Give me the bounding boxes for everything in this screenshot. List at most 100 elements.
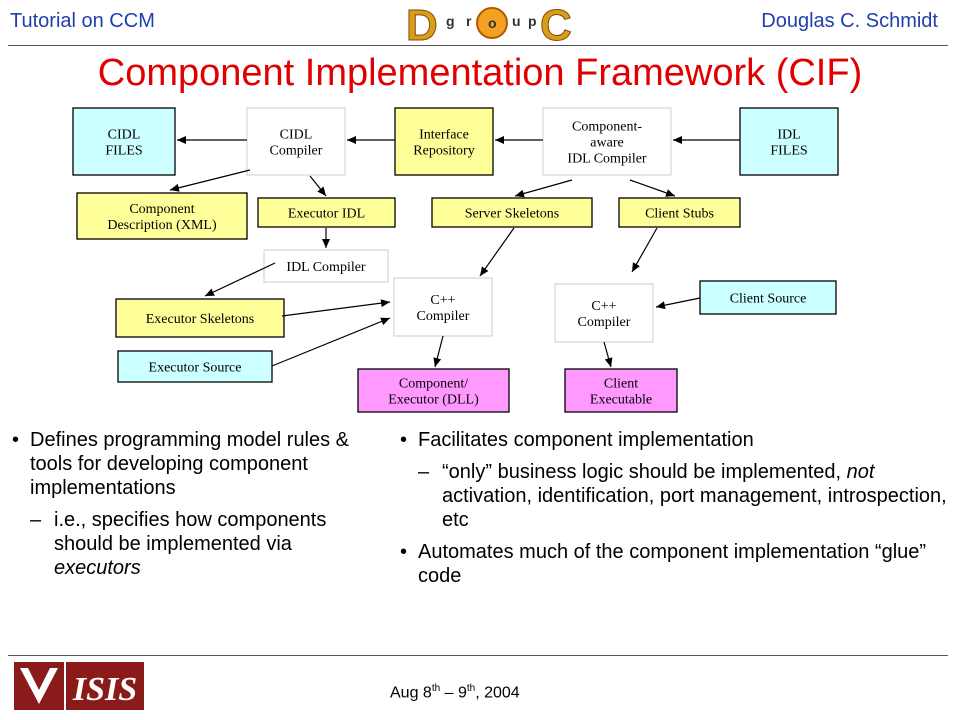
diagram-box-frame xyxy=(431,197,593,228)
date-sup-2: th xyxy=(466,683,476,694)
right-sub-bullet-text-b: activation, identification, port managem… xyxy=(442,485,947,531)
diagram-arrow xyxy=(169,169,251,192)
header-left-title: Tutorial on CCM xyxy=(10,10,155,32)
diagram-arrow xyxy=(309,175,327,197)
diagram-arrow xyxy=(655,297,701,310)
logo-letter-o: o xyxy=(488,15,497,31)
diagram-arrow xyxy=(479,227,515,277)
diagram-box-idl-compiler: IDL Compiler xyxy=(263,249,389,283)
diagram-box-frame xyxy=(394,107,494,176)
diagram-box-label: Client Stubs xyxy=(645,207,714,222)
date-sup-1: th xyxy=(431,683,441,694)
diagram-box-label: Compiler xyxy=(578,315,631,330)
left-sub-bullet-emphasis: executors xyxy=(54,557,141,579)
diagram-box-cpp-compiler-2: C++Compiler xyxy=(554,283,654,343)
diagram-box-label: Executor Source xyxy=(149,361,242,376)
right-bullet-1: Facilitates component implementation xyxy=(400,428,956,452)
doc-group-logo: D g r o u p C xyxy=(406,2,573,44)
diagram-box-label: CIDL xyxy=(280,128,313,143)
diagram-box-frame xyxy=(257,197,396,228)
right-sub-bullet-emphasis: not xyxy=(846,461,875,483)
diagram-box-server-skeletons: Server Skeletons xyxy=(431,197,593,228)
isis-logo-text: ISIS xyxy=(72,671,137,708)
diagram-arrow xyxy=(281,299,391,317)
diagram-box-label: Client xyxy=(604,377,638,392)
right-sub-bullet-1: – “only” business logic should be implem… xyxy=(400,460,956,532)
diagram-arrow xyxy=(603,341,613,368)
logo-letter-c: C xyxy=(540,2,572,44)
diagram-box-label: Executable xyxy=(590,393,652,408)
diagram-box-frame xyxy=(357,368,510,413)
diagram-box-label: Compiler xyxy=(417,309,470,324)
diagram-box-label: C++ xyxy=(591,299,616,314)
diagram-box-label: Component/ xyxy=(399,377,468,392)
diagram-box-label: Executor IDL xyxy=(288,207,365,222)
left-bullet-1: Defines programming model rules & tools … xyxy=(12,428,384,500)
logo-letter-u: u xyxy=(512,13,521,29)
diagram-arrow xyxy=(433,335,444,368)
diagram-box-frame xyxy=(72,107,176,176)
logo-letter-d: D xyxy=(406,2,438,44)
diagram-box-executor-idl: Executor IDL xyxy=(257,197,396,228)
logo-letter-g: g xyxy=(446,13,455,29)
diagram-box-label: Client Source xyxy=(730,292,807,307)
diagram-box-label: C++ xyxy=(430,293,455,308)
diagram-box-label: Interface xyxy=(419,128,469,143)
diagram-box-label: CIDL xyxy=(108,128,141,143)
diagram-box-frame xyxy=(699,280,837,315)
cif-diagram: CIDLFILESCIDLCompilerInterfaceRepository… xyxy=(72,107,839,413)
diagram-arrow xyxy=(271,317,391,367)
header-author: Douglas C. Schmidt xyxy=(761,10,938,32)
diagram-box-label: FILES xyxy=(105,144,142,159)
footer-divider xyxy=(8,655,948,656)
right-sub-bullet-text-a: “only” business logic should be implemen… xyxy=(442,461,847,483)
footer-date: Aug 8th – 9th, 2004 xyxy=(390,683,520,702)
slide-title: Component Implementation Framework (CIF) xyxy=(97,52,863,94)
date-part-b: – 9 xyxy=(440,684,467,702)
left-sub-bullet-1: – i.e., specifies how components should … xyxy=(12,508,384,580)
diagram-box-label: Component xyxy=(129,202,194,217)
diagram-arrow xyxy=(631,227,658,273)
sub-bullet-dash: – xyxy=(30,509,42,531)
diagram-box-frame xyxy=(554,283,654,343)
logo-letter-p: p xyxy=(528,13,537,29)
diagram-arrow xyxy=(514,179,573,198)
diagram-box-label: aware xyxy=(590,136,623,151)
date-part-c: , 2004 xyxy=(475,684,520,702)
diagram-box-frame xyxy=(76,192,248,240)
diagram-box-frame xyxy=(542,107,672,176)
vanderbilt-isis-logo: ISIS xyxy=(14,662,144,710)
diagram-box-label: Description (XML) xyxy=(107,218,217,233)
diagram-box-client-source: Client Source xyxy=(699,280,837,315)
diagram-box-frame xyxy=(117,350,273,383)
diagram-box-frame xyxy=(393,277,493,337)
left-bullet-column: Defines programming model rules & tools … xyxy=(12,428,384,588)
diagram-box-frame xyxy=(564,368,678,413)
date-part-a: Aug 8 xyxy=(390,684,432,702)
logo-letter-r: r xyxy=(466,13,472,29)
left-sub-bullet-text: i.e., specifies how components should be… xyxy=(54,509,327,555)
diagram-box-executor-source: Executor Source xyxy=(117,350,273,383)
diagram-box-executor-skeletons: Executor Skeletons xyxy=(115,298,285,338)
diagram-box-label: FILES xyxy=(770,144,807,159)
diagram-box-label: Executor Skeletons xyxy=(146,312,254,327)
diagram-box-label: IDL Compiler xyxy=(286,260,366,275)
diagram-box-cpp-compiler-1: C++Compiler xyxy=(393,277,493,337)
header-divider xyxy=(8,45,948,46)
diagram-box-label: IDL xyxy=(777,128,800,143)
right-bullet-column: Facilitates component implementation – “… xyxy=(400,428,956,596)
diagram-box-client-stubs: Client Stubs xyxy=(618,197,741,228)
sub-bullet-dash: – xyxy=(418,461,430,483)
right-bullet-2: Automates much of the component implemen… xyxy=(400,540,956,588)
diagram-box-label: IDL Compiler xyxy=(567,152,647,167)
diagram-box-frame xyxy=(263,249,389,283)
diagram-arrow xyxy=(629,179,676,197)
diagram-box-label: Server Skeletons xyxy=(465,207,559,222)
diagram-box-label: Compiler xyxy=(270,144,323,159)
